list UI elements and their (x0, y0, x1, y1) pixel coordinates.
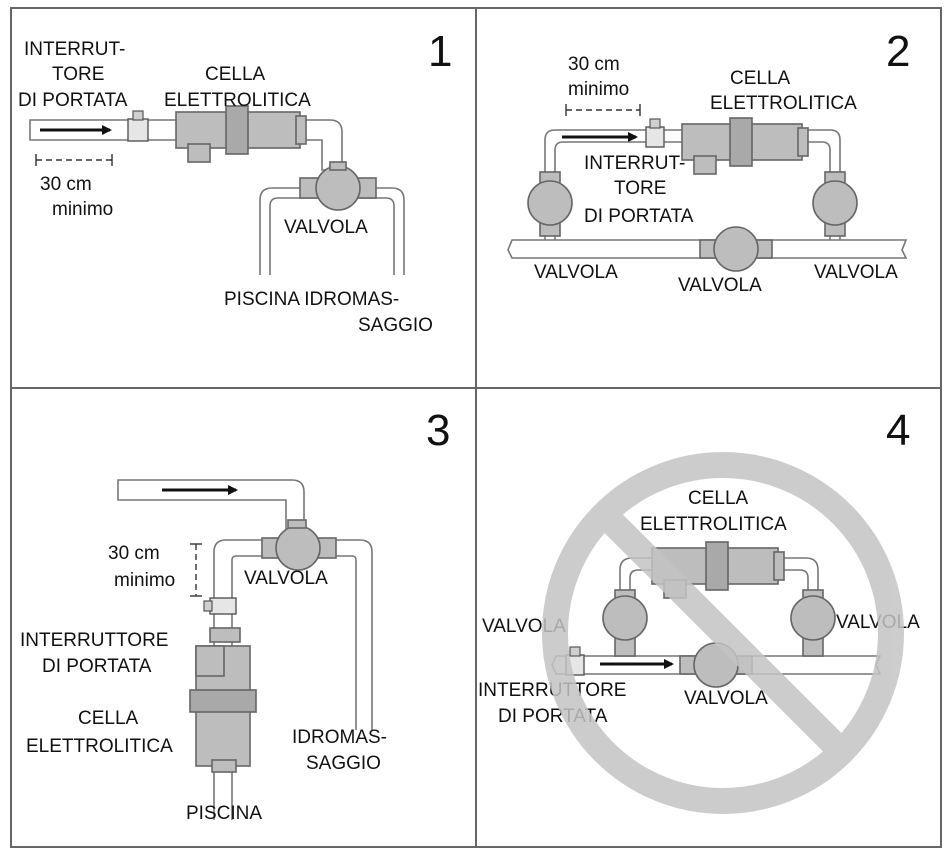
panel-3-down-pipe-outer (213, 539, 262, 820)
panel-3-distance-line1: 30 cm (108, 543, 160, 564)
panel-1-distance-line2: minimo (52, 199, 113, 220)
panel-2-cell-label-line1: CELLA (730, 68, 791, 89)
panel-4-valve-center-label: VALVOLA (684, 688, 768, 709)
panel-2: 2 (507, 27, 910, 296)
panel-3-switch-label-line1: INTERRUTTORE (20, 630, 168, 651)
panel-1-valve-label: VALVOLA (284, 217, 368, 238)
panel-1-electrolytic-cell (175, 105, 307, 163)
panel-4-cell-label-line2: ELETTROLITICA (640, 514, 787, 535)
panel-1-destination-line1: PISCINA IDROMAS- (224, 289, 399, 310)
panel-2-valve-right (812, 171, 858, 237)
prohibited-slash (594, 504, 852, 762)
panel-3-down-pipe-inner (231, 555, 262, 820)
panel-1-flow-switch (127, 110, 149, 142)
panel-3-distance-marker (190, 543, 202, 597)
panel-2-valve-left-label: VALVOLA (534, 262, 618, 283)
panel-2-distance-marker (565, 104, 641, 116)
panel-3: 3 (20, 406, 450, 824)
panel-2-switch-label-line1: INTERRUT- (584, 153, 685, 174)
panel-2-valve-left (527, 171, 573, 237)
panel-1-distance-marker (35, 154, 113, 166)
panel-1-switch-label-line2: TORE (52, 64, 104, 85)
panel-3-spa-label-line1: IDROMAS- (292, 727, 387, 748)
panel-2-cell-label-line2: ELETTROLITICA (710, 93, 857, 114)
prohibited-circle (542, 452, 904, 814)
panel-1: 1 INTERRUT (18, 27, 452, 336)
panel-1-switch-label-line3: DI PORTATA (18, 90, 128, 111)
panel-4-cell-label-line1: CELLA (688, 488, 749, 509)
panel-3-spa-pipe-inner (318, 555, 357, 730)
panel-3-spa-label-line2: SAGGIO (306, 753, 381, 774)
panel-2-switch-label-line2: TORE (614, 178, 666, 199)
panel-4-valve-left (602, 589, 648, 657)
panel-1-switch-label-line1: INTERRUT- (24, 39, 125, 60)
panel-1-cell-label-line1: CELLA (205, 64, 266, 85)
panel-2-number: 2 (886, 27, 910, 76)
panel-3-number: 3 (426, 406, 450, 455)
panel-4-prohibited-sign (542, 452, 904, 814)
panel-3-flow-switch (203, 597, 237, 615)
panel-2-switch-label-line3: DI PORTATA (584, 206, 694, 227)
panel-3-switch-label-line2: DI PORTATA (42, 656, 152, 677)
panel-2-valve-right-label: VALVOLA (814, 262, 898, 283)
panel-2-distance-line1: 30 cm (568, 54, 620, 75)
panel-3-spa-pipe-outer (318, 539, 373, 730)
panel-1-cell-label-line2: ELETTROLITICA (164, 90, 311, 111)
panel-2-distance-line2: minimo (568, 79, 629, 100)
panel-1-distance-line1: 30 cm (40, 174, 92, 195)
panel-1-valve (299, 161, 377, 211)
panel-3-pool-label: PISCINA (186, 803, 262, 824)
panel-grid (10, 7, 942, 848)
panel-3-distance-line2: minimo (114, 570, 175, 591)
panel-4-valve-right (790, 589, 836, 657)
panel-2-valve-center-label: VALVOLA (678, 275, 762, 296)
panel-3-inlet-pipe (117, 479, 305, 533)
panel-3-valve (261, 519, 337, 571)
panel-1-destination-line2: SAGGIO (358, 315, 433, 336)
panel-2-valve-center (699, 226, 773, 272)
panel-3-cell-label-line1: CELLA (78, 708, 139, 729)
panel-2-flow-switch (645, 118, 665, 148)
panel-4-number: 4 (886, 406, 910, 455)
panel-3-electrolytic-cell (189, 627, 257, 773)
panel-4: 4 CELL (478, 406, 920, 814)
panel-2-electrolytic-cell (681, 117, 809, 175)
panel-3-valve-label: VALVOLA (244, 568, 328, 589)
panel-3-cell-label-line2: ELETTROLITICA (26, 736, 173, 757)
panel-1-number: 1 (428, 27, 452, 76)
